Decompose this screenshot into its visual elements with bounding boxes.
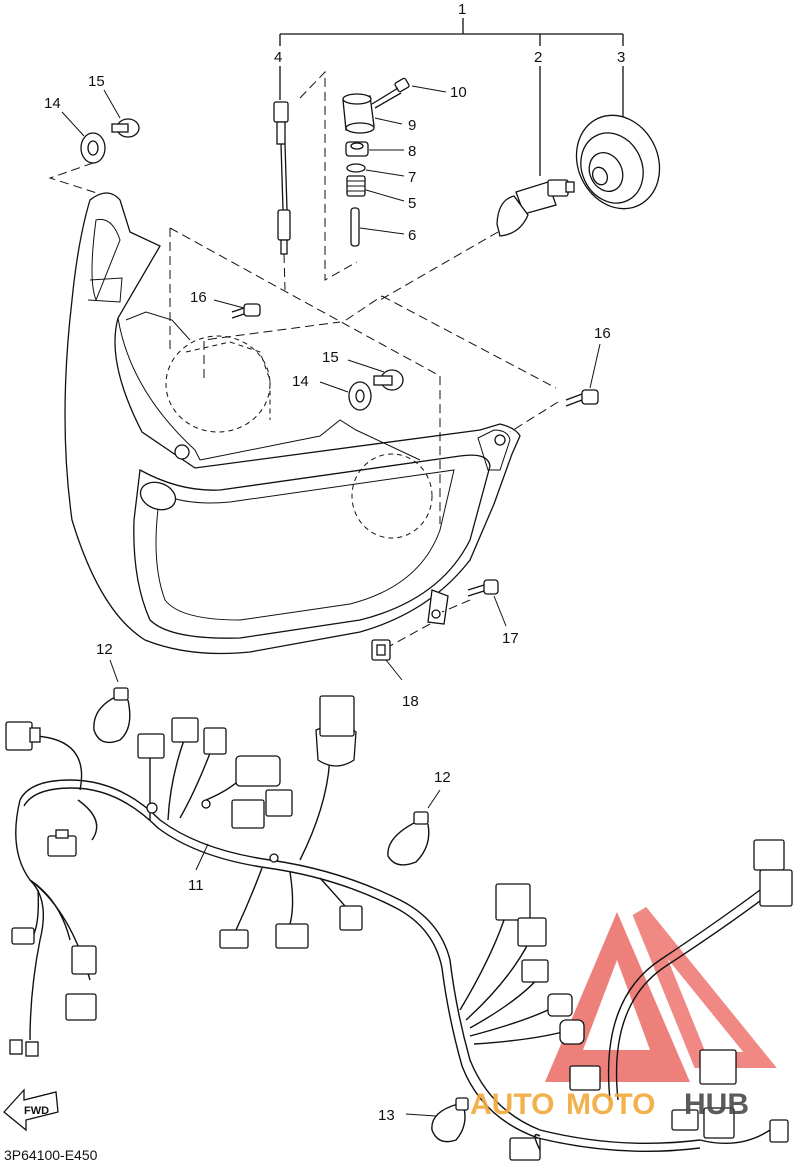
- diagram-code: 3P64100-E450: [4, 1147, 98, 1163]
- wire-harness-part-11: [5, 695, 793, 1161]
- subparts-dashed-frame: [299, 70, 358, 281]
- callout-9: 9: [408, 117, 416, 134]
- callout-18: 18: [402, 693, 419, 710]
- callout-12-left: 12: [96, 641, 113, 658]
- callout-2: 2: [534, 49, 542, 66]
- screw-part-16-right: [565, 343, 601, 407]
- callout-16-left: 16: [190, 289, 207, 306]
- callout-12-right: 12: [434, 769, 451, 786]
- screw-part-10: [371, 77, 447, 109]
- grommet-part-14-top: [48, 111, 106, 195]
- headlight-body: [64, 192, 521, 655]
- grommet-part-14-center: [319, 381, 372, 411]
- callout-4: 4: [274, 49, 282, 66]
- callout-8: 8: [408, 143, 416, 160]
- guide-frames: [169, 227, 559, 647]
- wire-clamp-part-13: [405, 1097, 469, 1143]
- callout-1-bracket: [279, 18, 624, 46]
- nut-part-8: [345, 141, 404, 157]
- wire-clamp-part-12-left: [93, 659, 131, 744]
- watermark-text-auto: AUTO: [470, 1088, 554, 1121]
- bulb-part-2: [379, 66, 575, 301]
- watermark-text-moto: MOTO: [566, 1088, 655, 1121]
- callout-labels: 1 2 3 4 5 6 7 8 9 10 11 12 12 13 14 14 1…: [44, 1, 625, 1124]
- cap-part-9: [342, 93, 403, 134]
- callout-15-center: 15: [322, 349, 339, 366]
- fwd-arrow: FWD: [3, 1088, 59, 1132]
- callout-16-right: 16: [594, 325, 611, 342]
- callout-14-top: 14: [44, 95, 61, 112]
- callout-17: 17: [502, 630, 519, 647]
- callout-14-center: 14: [292, 373, 309, 390]
- callout-7: 7: [408, 169, 416, 186]
- fwd-label: FWD: [24, 1105, 49, 1117]
- nut-part-18: [371, 639, 403, 681]
- callout-13: 13: [378, 1107, 395, 1124]
- watermark-text: AUTO MOTO HUB: [470, 1088, 749, 1121]
- screw-part-16-left: [213, 299, 261, 319]
- callout-15-top: 15: [88, 73, 105, 90]
- screw-part-17: [467, 579, 507, 627]
- callout-6: 6: [408, 227, 416, 244]
- collar-part-15-top: [103, 89, 140, 138]
- callout-3: 3: [617, 49, 625, 66]
- socket-cable-part: [273, 66, 291, 291]
- callout-1: 1: [458, 1, 466, 18]
- pin-part-6: [350, 207, 405, 247]
- watermark-text-hub: HUB: [684, 1088, 749, 1121]
- boot-part-3: [575, 66, 661, 210]
- wire-clamp-part-12-right: [387, 789, 441, 866]
- callout-5: 5: [408, 195, 416, 212]
- callout-10: 10: [450, 84, 467, 101]
- adjuster-part-5: [346, 175, 405, 202]
- collar-part-15-center: [347, 359, 404, 391]
- washer-part-7: [346, 163, 405, 177]
- callout-11: 11: [188, 877, 204, 894]
